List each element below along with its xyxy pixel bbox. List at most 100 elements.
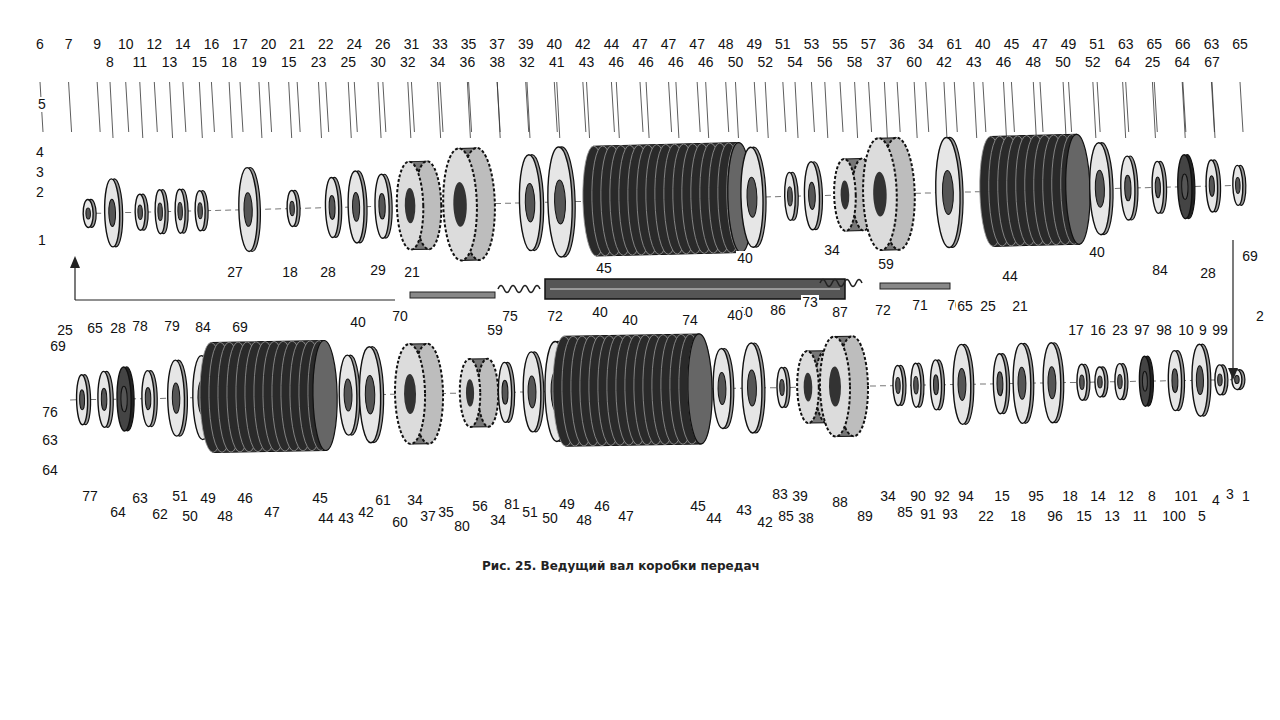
part-disc: [374, 174, 390, 238]
part-bore: [1235, 177, 1240, 193]
leader-line: [411, 82, 414, 132]
callout-number: 36: [459, 55, 477, 70]
callout-number: 44: [603, 37, 621, 52]
gear-teeth: [477, 358, 499, 426]
callout-number: 64: [1173, 55, 1191, 70]
callout-number: 18: [220, 55, 238, 70]
part-disc: [97, 371, 110, 427]
part-bore: [933, 375, 938, 395]
part-bore: [101, 388, 107, 410]
part-bore: [528, 376, 536, 408]
callout-number: 65: [1145, 37, 1163, 52]
clutch-plate: [687, 334, 713, 444]
callout-number: 43: [337, 511, 355, 526]
part-disc: [359, 347, 382, 443]
part-disc: [1115, 364, 1126, 400]
callout-number: 63: [131, 491, 149, 506]
callout-number: 40: [974, 37, 992, 52]
part-disc: [175, 189, 186, 233]
callout-number: 64: [1114, 55, 1132, 70]
leader-line: [884, 82, 887, 138]
callout-number: 37: [419, 509, 437, 524]
callout-number: 3: [1225, 487, 1235, 502]
leader-line: [1004, 82, 1007, 138]
callout-number: 47: [660, 37, 678, 52]
part-disc: [547, 147, 574, 258]
part-bore: [958, 368, 966, 400]
leader-line: [497, 82, 500, 138]
callout-number: 58: [846, 55, 864, 70]
callout-number: 34: [879, 489, 897, 504]
callout-number: 1: [1241, 489, 1251, 504]
part-bore: [997, 372, 1003, 396]
leader-line: [914, 82, 917, 138]
leader-line: [170, 82, 173, 138]
callout-number: 32: [518, 55, 536, 70]
gear-teeth: [819, 336, 851, 437]
callout-number: 8: [105, 55, 115, 70]
callout-number: 15: [993, 489, 1011, 504]
callout-number: 38: [488, 55, 506, 70]
callout-number: 51: [1088, 37, 1106, 52]
callout-number: 61: [374, 493, 392, 508]
callout-number: 77: [81, 489, 99, 504]
callout-number: 42: [357, 505, 375, 520]
callout-number: 2: [1255, 309, 1265, 324]
callout-number: 74: [681, 313, 699, 328]
callout-number: 90: [909, 489, 927, 504]
leader-line: [326, 82, 329, 132]
part-disc: [741, 343, 762, 433]
callout-number: 45: [595, 261, 613, 276]
leader-line: [1123, 82, 1126, 138]
gear-bore: [453, 182, 468, 227]
part-bore: [178, 202, 183, 220]
leader-line: [259, 82, 262, 138]
callout-number: 84: [194, 320, 212, 335]
callout-number: 46: [697, 55, 715, 70]
callout-number: 87: [831, 305, 849, 320]
callout-number: 9: [92, 37, 102, 52]
part-bore: [1235, 376, 1240, 384]
callout-number: 48: [216, 509, 234, 524]
lower-assembly: [69, 324, 1246, 454]
leader-line: [408, 82, 411, 138]
callout-number: 48: [1025, 55, 1043, 70]
gear-teeth: [797, 351, 820, 423]
leader-line: [587, 82, 590, 138]
leader-line: [1212, 82, 1215, 138]
callout-number: 28: [109, 321, 127, 336]
part-bore: [1095, 170, 1105, 207]
callout-number: 50: [727, 55, 745, 70]
part-disc: [1177, 155, 1193, 219]
callout-number: 21: [288, 37, 306, 52]
leader-line: [240, 82, 243, 132]
part-bore: [1098, 376, 1103, 388]
leader-line: [1240, 82, 1243, 132]
callout-number: 47: [617, 509, 635, 524]
callout-number: 40: [349, 315, 367, 330]
callout-number: 16: [203, 37, 221, 52]
callout-number: 25: [339, 55, 357, 70]
callout-number: 47: [631, 37, 649, 52]
leader-line: [69, 82, 72, 132]
callout-number: 42: [756, 515, 774, 530]
part-disc: [777, 367, 788, 407]
callout-number: 69: [231, 320, 249, 335]
part-disc: [1191, 344, 1208, 416]
callout-number: 56: [471, 499, 489, 514]
leader-line: [557, 82, 560, 138]
callout-number: 2: [35, 185, 45, 200]
part-bore: [108, 199, 115, 226]
callout-number: 18: [281, 265, 299, 280]
callout-number: 54: [786, 55, 804, 70]
callout-number: 48: [717, 37, 735, 52]
callout-number: 97: [1133, 323, 1151, 338]
leader-line: [640, 82, 643, 132]
callout-number: 37: [876, 55, 894, 70]
shaft-body: [545, 279, 845, 299]
callout-number: 67: [1203, 55, 1221, 70]
callout-number: 98: [1155, 323, 1173, 338]
callout-number: 14: [1089, 489, 1107, 504]
